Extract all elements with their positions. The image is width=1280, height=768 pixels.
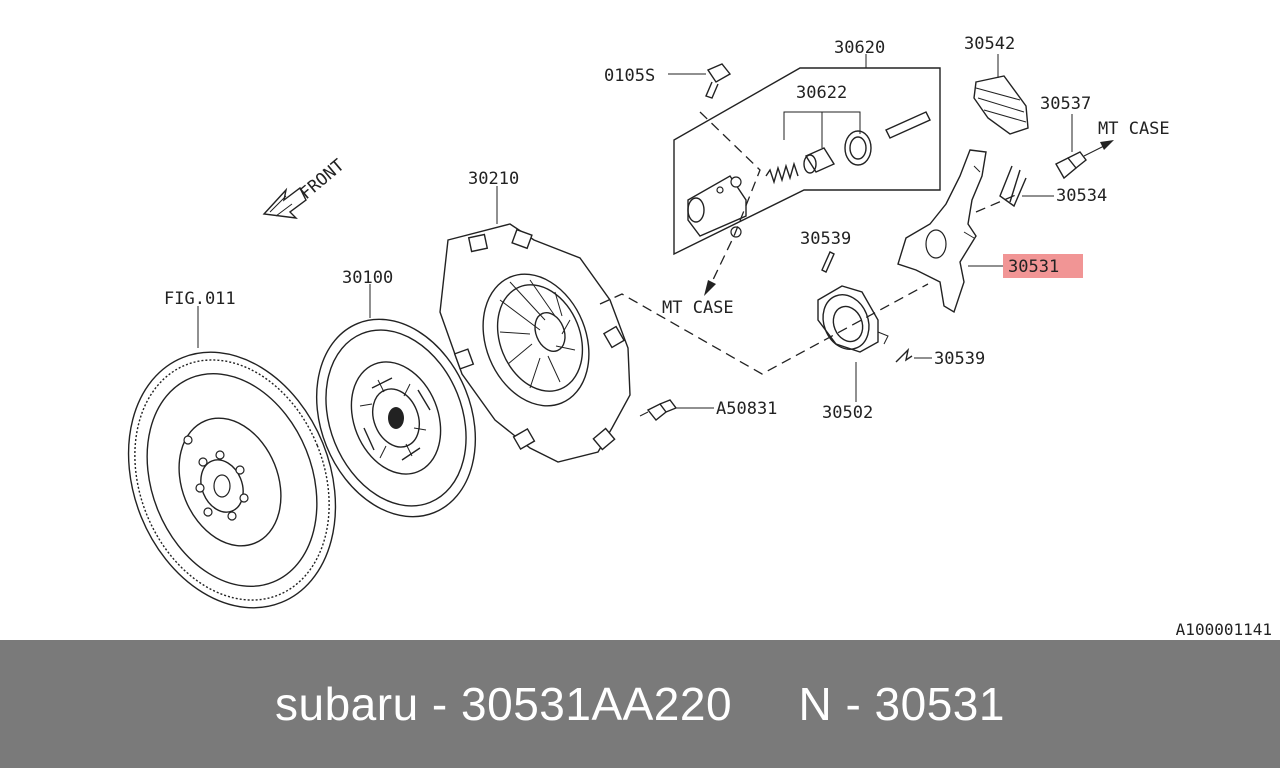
footer-bar: subaru - 30531AA220 N - 30531	[0, 640, 1280, 768]
label-clip-top: 30539	[800, 229, 851, 249]
label-spring: 30534	[1056, 186, 1107, 206]
label-bolt-cover: A50831	[716, 399, 777, 419]
label-cover: 30210	[468, 169, 519, 189]
front-arrow-icon	[262, 186, 307, 219]
clutch-disc	[315, 318, 477, 518]
label-slave-cylinder: 30620	[834, 38, 885, 58]
label-fig-ref: FIG.011	[164, 289, 236, 309]
clutch-parts-diagram: FRONT FIG.011 30100	[127, 34, 1170, 609]
label-bearing: 30502	[822, 403, 873, 423]
top-bolt-icon	[705, 63, 732, 99]
label-mt-case-upper: MT CASE	[1098, 119, 1170, 139]
release-fork	[897, 149, 987, 314]
label-bolt-top: 0105S	[604, 66, 655, 86]
pivot-icon	[1055, 151, 1087, 180]
spring-clip-icon	[999, 165, 1027, 208]
slave-cylinder-group	[673, 67, 941, 256]
flywheel	[127, 351, 337, 609]
clip-top-icon	[821, 251, 835, 273]
diagram-code: A100001141	[1175, 620, 1272, 639]
label-pivot: 30537	[1040, 94, 1091, 114]
label-repair-kit: 30622	[796, 83, 847, 103]
front-label: FRONT	[296, 156, 348, 204]
boot-icon	[973, 75, 1029, 135]
clip-bottom-icon	[895, 347, 913, 363]
label-fork: 30531	[1008, 257, 1059, 277]
release-bearing	[817, 285, 889, 353]
label-boot: 30542	[964, 34, 1015, 54]
label-clip-bottom: 30539	[934, 349, 985, 369]
pressure-plate-cover	[439, 223, 631, 463]
footer-part-number: subaru - 30531AA220 N - 30531	[275, 678, 1005, 730]
cover-bolt-icon	[639, 399, 678, 421]
label-mt-case-lower: MT CASE	[662, 298, 734, 318]
label-disc: 30100	[342, 268, 393, 288]
highlight-fork-label	[1003, 254, 1083, 278]
